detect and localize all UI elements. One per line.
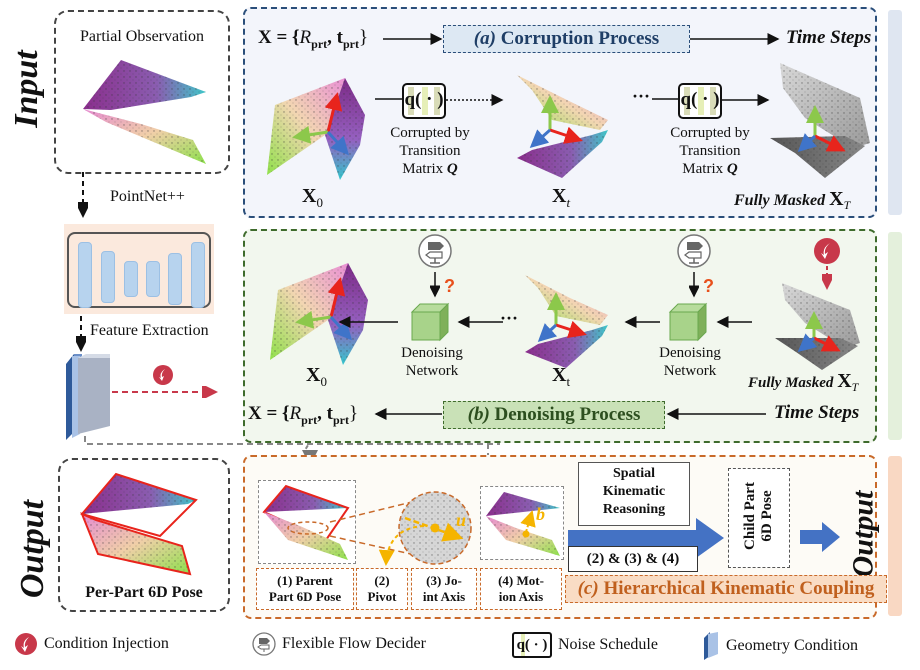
child-part-label-2: 6D Pose — [759, 490, 775, 542]
corruption-ellipsis: ··· — [632, 86, 651, 106]
pointnet-label: PointNet++ — [110, 188, 185, 205]
x0-pointcloud-b — [270, 263, 368, 365]
legend-flow-decider: Flexible Flow Decider — [252, 632, 426, 656]
zoom-connector-lines — [329, 499, 421, 557]
partial-observation-title: Partial Observation — [80, 28, 204, 45]
combo-label: (2) & (3) & (4) — [568, 546, 698, 572]
joint-axis-u-label: u — [456, 510, 467, 530]
input-side-label: Input — [7, 50, 45, 128]
xt-pointcloud-b — [525, 275, 608, 368]
flow-decider-icon-2 — [677, 234, 711, 268]
decider-2-question: ? — [703, 276, 714, 296]
denoising-network-cube-1 — [410, 302, 450, 342]
x0-label-a: X0 — [302, 185, 323, 210]
fully-masked-label-a: Fully Masked XT — [734, 188, 851, 213]
legend-geometry-condition: Geometry Condition — [702, 632, 858, 660]
denoising-ellipsis: ··· — [500, 308, 519, 328]
denoising-process-title: (b) Denoising Process — [443, 401, 665, 429]
pivot-pointer-arrow — [378, 525, 425, 566]
corruption-process-title: (a) Corruption Process — [443, 25, 690, 53]
per-part-pose-box: Per-Part 6D Pose — [58, 458, 230, 612]
partial-observation-pointcloud — [83, 60, 206, 164]
hierarchical-coupling-title: (c) Hierarchical Kinematic Coupling — [565, 575, 887, 603]
fully-masked-label-b: Fully Masked XT — [748, 370, 859, 394]
condition-injection-icon — [153, 365, 173, 385]
condition-injection-legend-icon — [15, 633, 37, 655]
corruption-formula-arrow — [383, 33, 443, 45]
condition-injection-arrow-b — [822, 266, 832, 290]
panel-a-side-strip — [888, 10, 902, 215]
feature-extraction-label: Feature Extraction — [90, 322, 209, 339]
panel-c-output-label: Output — [846, 490, 880, 578]
per-part-pose-label: Per-Part 6D Pose — [85, 584, 203, 601]
child-part-label-1: Child Part — [742, 482, 758, 550]
denoising-formula-arrow — [374, 408, 442, 420]
xt-label-b: Xt — [552, 364, 571, 389]
decider-2-arrow — [689, 272, 699, 298]
flow-decider-legend-icon — [252, 632, 276, 656]
feature-extraction-arrow — [76, 316, 86, 352]
xT-pointcloud-b — [775, 283, 860, 370]
component-pivot: (2)Pivot — [356, 568, 408, 610]
child-part-pose-box: Child Part 6D Pose — [728, 468, 790, 568]
condition-injection-arrow — [112, 386, 218, 398]
partial-observation-box: Partial Observation — [54, 10, 230, 174]
xt-label-a: Xt — [552, 185, 571, 210]
per-part-pose-pointcloud — [80, 472, 198, 576]
q2-in-line — [652, 98, 680, 100]
decider-1-question: ? — [444, 276, 455, 296]
decider-1-arrow — [430, 272, 440, 298]
flow-decider-icon-1 — [418, 234, 452, 268]
denoising-formula: X = {Rprt, tprt} — [248, 403, 359, 427]
denoise-arrow-from-xT — [716, 316, 752, 328]
output-side-label: Output — [14, 499, 52, 599]
panel-c-side-strip — [888, 456, 902, 616]
xT-pointcloud-a — [770, 63, 870, 178]
q2-arrow — [722, 94, 770, 106]
q1-in-line — [375, 98, 403, 100]
denoise-arrow-to-xt — [624, 316, 660, 328]
component-motion-axis: (4) Mot-ion Axis — [480, 568, 562, 610]
legend-condition-injection: Condition Injection — [14, 632, 169, 656]
corruption-time-steps: Time Steps — [786, 27, 872, 48]
panel-b-side-strip — [888, 232, 902, 440]
geometry-condition-legend-icon — [704, 632, 718, 660]
geometry-condition-icon — [66, 354, 110, 440]
legend-noise-schedule: q( · ) Noise Schedule — [512, 632, 658, 658]
motion-axis-pointcloud — [486, 492, 560, 556]
denoising-time-steps: Time Steps — [774, 402, 860, 423]
motion-axis-b-label: b — [536, 504, 545, 524]
pointnet-network-block — [64, 224, 214, 314]
noise-schedule-q-1: q( · ) — [402, 83, 446, 119]
pointnet-arrow — [78, 172, 88, 218]
pivot-zoom-circle — [398, 491, 472, 565]
component-joint-axis: (3) Jo-int Axis — [411, 568, 477, 610]
denoising-timesteps-arrow — [666, 408, 766, 420]
parent-pose-pointcloud — [262, 484, 350, 560]
denoising-network-cube-2 — [668, 302, 708, 342]
q1-dotted-arrow — [446, 94, 504, 106]
noise-schedule-q-2: q( · ) — [678, 83, 722, 119]
x0-label-b: X0 — [306, 364, 327, 389]
output-arrow — [800, 522, 840, 552]
denoise-arrow-ellipsis — [457, 316, 503, 328]
reasoning-big-arrow — [568, 518, 724, 558]
corruption-formula: X = {Rprt, tprt} — [258, 27, 369, 51]
corruption-timesteps-arrow — [690, 33, 780, 45]
noise-schedule-legend-icon: q( · ) — [512, 632, 552, 658]
xt-pointcloud-a — [517, 75, 608, 178]
x0-pointcloud-a — [267, 78, 365, 180]
denoise-arrow-to-x0 — [338, 316, 398, 328]
condition-injection-icon-b — [814, 238, 840, 264]
